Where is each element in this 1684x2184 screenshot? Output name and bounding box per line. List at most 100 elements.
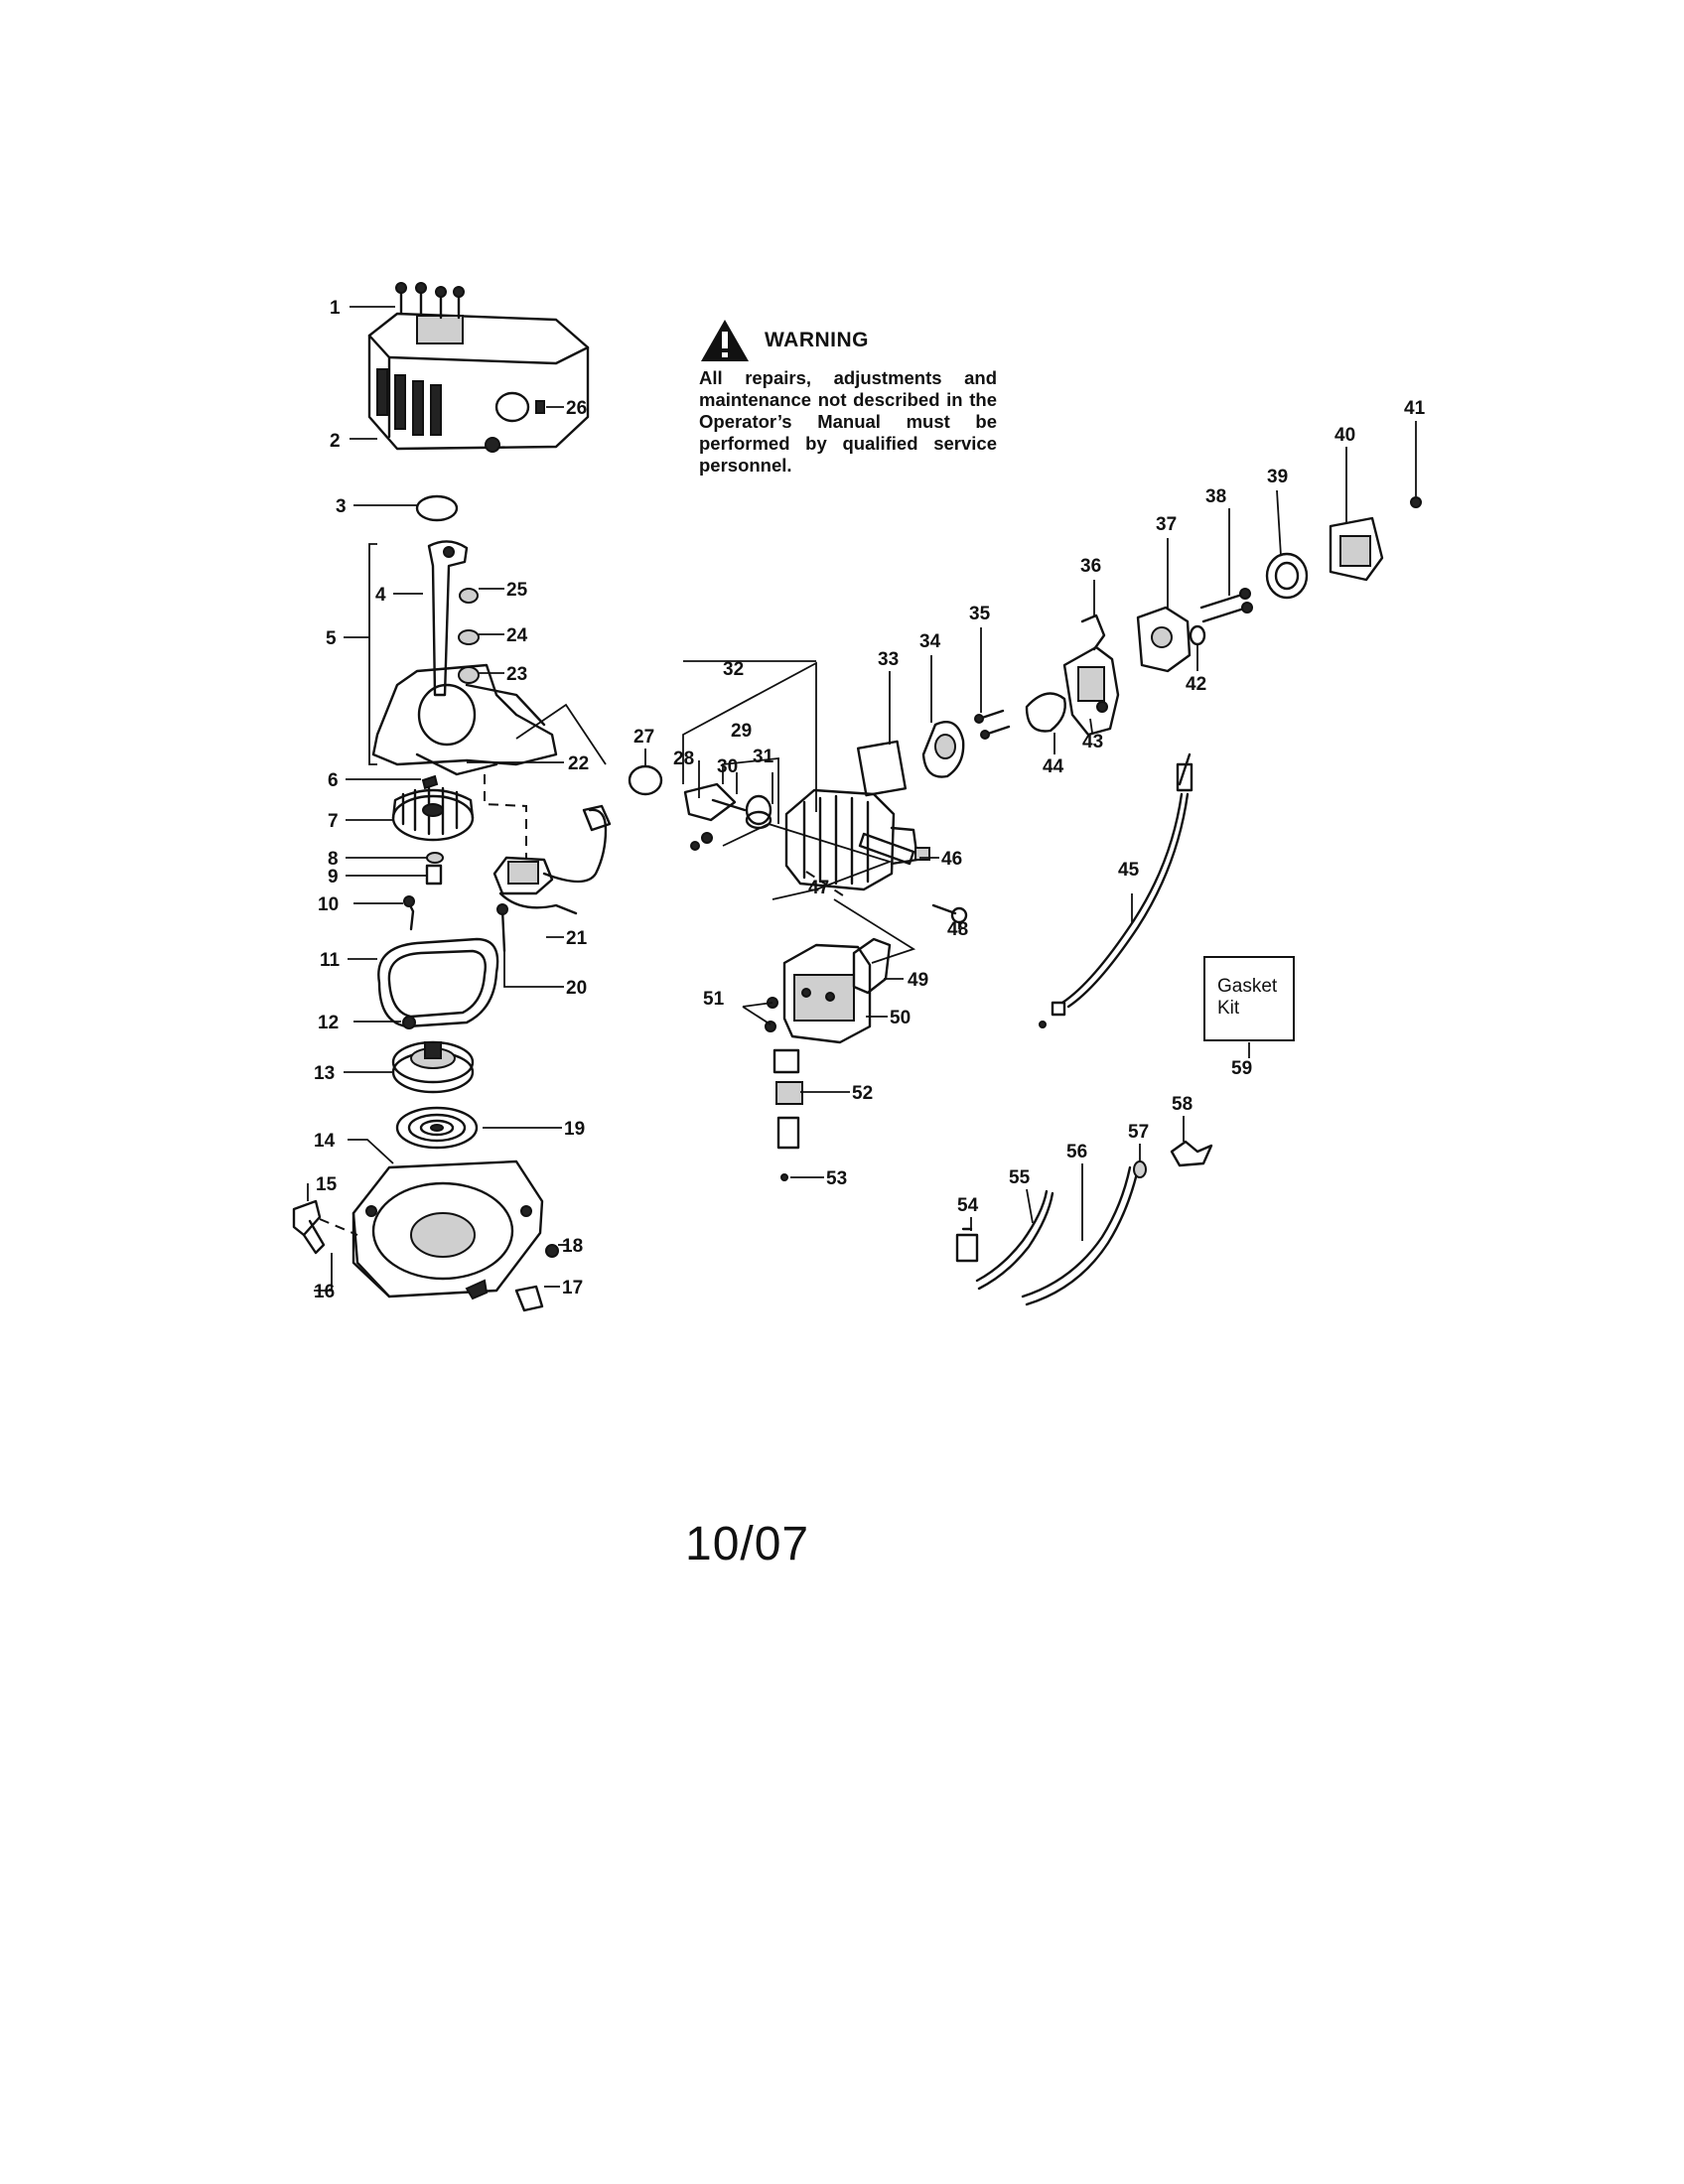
callout-26: 26 <box>566 398 587 419</box>
part-screws-38 <box>1199 588 1253 623</box>
callout-25: 25 <box>506 580 528 601</box>
callout-14: 14 <box>314 1131 336 1152</box>
part-screws-35 <box>974 709 1011 740</box>
callout-29: 29 <box>731 721 752 742</box>
callout-56: 56 <box>1066 1142 1087 1162</box>
part-carburetor <box>1062 614 1120 737</box>
gasket-kit-box: Gasket Kit <box>1203 956 1295 1041</box>
callout-19: 19 <box>564 1119 585 1140</box>
callout-44: 44 <box>1043 756 1064 777</box>
callout-33: 33 <box>878 649 899 670</box>
warning-notice: WARNING All repairs, adjustments and mai… <box>699 318 997 477</box>
warning-header: WARNING <box>699 318 997 363</box>
callout-57: 57 <box>1128 1122 1149 1143</box>
part-gasket-44 <box>1025 692 1066 733</box>
part-screw-20 <box>500 907 506 953</box>
callout-32: 32 <box>723 659 744 680</box>
callout-30: 30 <box>717 756 738 777</box>
part-engine-shroud <box>367 282 590 453</box>
callout-15: 15 <box>316 1174 338 1195</box>
warning-title: WARNING <box>765 329 869 351</box>
leader-lines <box>307 306 1417 1292</box>
part-pulley <box>391 1040 475 1094</box>
callout-24: 24 <box>506 625 528 646</box>
part-cylinder <box>784 788 919 891</box>
callout-12: 12 <box>318 1013 339 1033</box>
part-screw-12 <box>402 1016 416 1029</box>
callout-3: 3 <box>336 496 347 517</box>
part-fuel-filter-54 <box>955 1227 979 1263</box>
callout-41: 41 <box>1404 398 1426 419</box>
part-washers-23-25 <box>458 588 480 684</box>
callout-49: 49 <box>908 970 928 991</box>
warning-triangle-icon <box>701 320 749 361</box>
callout-47: 47 <box>808 878 829 898</box>
callout-16: 16 <box>314 1282 335 1302</box>
callout-40: 40 <box>1334 425 1355 446</box>
callout-51: 51 <box>703 989 725 1010</box>
callout-9: 9 <box>328 867 339 887</box>
part-gasket-33 <box>856 740 908 797</box>
callout-52: 52 <box>852 1083 873 1104</box>
callout-8: 8 <box>328 849 339 870</box>
callout-34: 34 <box>919 631 941 652</box>
part-air-filter-cover-40 <box>1329 516 1384 582</box>
callout-23: 23 <box>506 664 527 685</box>
part-fuel-line-55 <box>975 1189 1049 1283</box>
part-muffler <box>782 943 872 1044</box>
revision-date: 10/07 <box>685 1518 810 1570</box>
callout-10: 10 <box>318 894 339 915</box>
part-dash-47 <box>805 871 847 898</box>
part-fuel-line-56 <box>1021 1165 1132 1298</box>
part-throttle-cable-45 <box>1039 752 1193 1028</box>
part-screw-48 <box>931 903 957 915</box>
part-washer-42 <box>1189 624 1206 646</box>
gasket-kit-line2: Kit <box>1217 998 1240 1019</box>
callout-50: 50 <box>890 1008 911 1028</box>
callout-1: 1 <box>330 298 341 319</box>
callout-55: 55 <box>1009 1167 1031 1188</box>
callout-6: 6 <box>328 770 339 791</box>
callout-48: 48 <box>947 919 968 940</box>
part-screw-53 <box>780 1173 788 1181</box>
part-gasket-11 <box>377 937 499 1028</box>
part-air-filter-base <box>1136 606 1192 673</box>
part-spark-plug <box>858 832 930 866</box>
callout-46: 46 <box>941 849 962 870</box>
callout-7: 7 <box>328 811 339 832</box>
part-grommet-57 <box>1133 1160 1147 1178</box>
callout-28: 28 <box>673 749 694 769</box>
part-starter-handle <box>292 1199 358 1255</box>
callout-45: 45 <box>1118 860 1140 881</box>
callout-36: 36 <box>1080 556 1101 577</box>
callout-2: 2 <box>330 431 341 452</box>
gasket-kit-line1: Gasket <box>1217 976 1278 997</box>
part-clip-58 <box>1170 1140 1213 1167</box>
part-grommet-17 <box>514 1285 544 1312</box>
callout-21: 21 <box>566 928 588 949</box>
part-recoil-spring <box>395 1106 479 1150</box>
callout-5: 5 <box>326 628 337 649</box>
part-spark-arrestor-52 <box>772 1048 803 1150</box>
part-intake-adaptor-34 <box>921 721 965 778</box>
part-o-ring-3 <box>415 494 459 522</box>
callout-42: 42 <box>1186 674 1206 695</box>
callout-59: 59 <box>1231 1058 1252 1079</box>
callout-22: 22 <box>568 753 589 774</box>
callout-20: 20 <box>566 978 587 999</box>
callout-39: 39 <box>1267 467 1288 487</box>
callout-31: 31 <box>753 747 774 767</box>
part-air-filter-39 <box>1265 552 1309 600</box>
callout-numbers: 1 2 3 4 5 6 7 8 9 10 11 12 13 14 15 16 1… <box>314 298 1426 1302</box>
part-flywheel <box>391 786 475 842</box>
part-crankcase-assembly <box>371 540 558 776</box>
callout-35: 35 <box>969 604 991 624</box>
part-key-6 <box>421 774 439 790</box>
part-gasket-27 <box>628 764 663 796</box>
part-screw-41 <box>1410 496 1422 508</box>
part-nut-8 <box>426 852 444 864</box>
part-clutch-9 <box>425 864 443 886</box>
callout-4: 4 <box>375 585 386 606</box>
callout-38: 38 <box>1205 486 1226 507</box>
